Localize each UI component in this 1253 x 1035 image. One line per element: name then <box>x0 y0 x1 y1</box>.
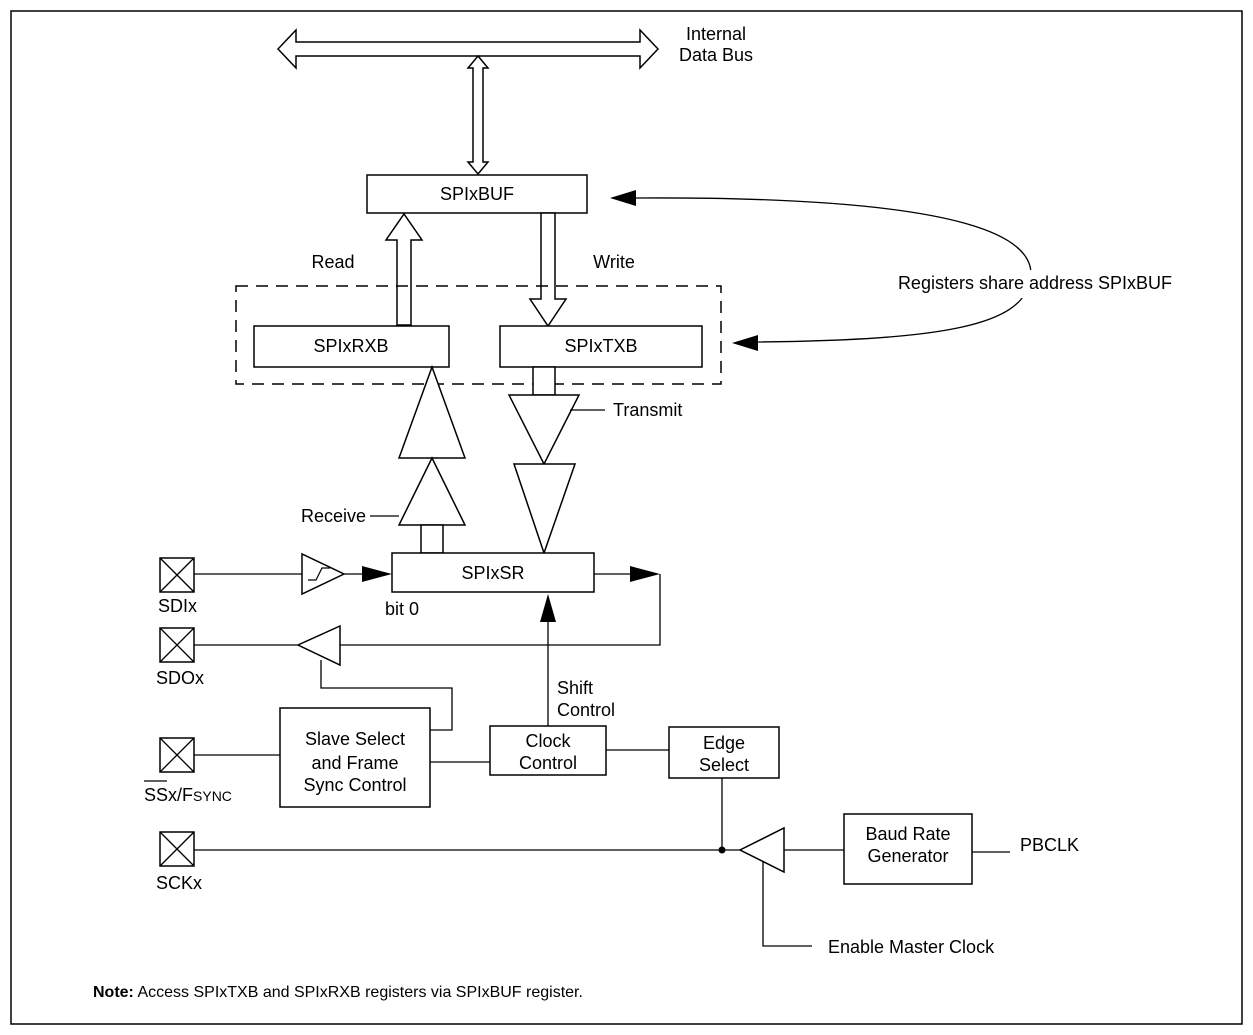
figure-frame <box>10 10 1243 1025</box>
sdi-schmitt-buffer-icon <box>301 552 346 596</box>
bit0-label: bit 0 <box>385 599 419 619</box>
slave-line2: and Frame <box>311 753 398 773</box>
edge-line1: Edge <box>703 733 745 753</box>
sckx-pin-icon <box>159 831 195 867</box>
write-arrow <box>528 212 568 328</box>
spixrxb-register <box>253 325 450 368</box>
sdix-label: SDIx <box>158 596 197 616</box>
buf-pointer-arrowhead <box>610 190 636 206</box>
txb-pointer-arrowhead <box>732 335 758 351</box>
baud-line1: Baud Rate <box>865 824 950 844</box>
baud-rate-generator-block <box>843 813 973 885</box>
receive-buffer-lower <box>397 456 467 526</box>
note-text: Access SPIxTXB and SPIxRXB registers via… <box>134 984 583 1001</box>
sck-junction-dot <box>718 846 726 854</box>
receive-stem <box>420 524 444 554</box>
read-label: Read <box>311 252 354 272</box>
ssx-label: SSx/FSYNC <box>144 785 232 805</box>
slave-line1: Slave Select <box>305 729 405 749</box>
read-arrow <box>384 212 424 326</box>
sdo-feedback-wire <box>340 574 661 646</box>
transmit-stem <box>532 366 556 396</box>
shift-line1: Shift <box>557 678 593 698</box>
spixtxb-label: SPIxTXB <box>564 336 637 356</box>
receive-buffer-upper <box>397 364 467 459</box>
spixbuf-label: SPIxBUF <box>440 184 514 204</box>
ssx-pin-icon <box>159 737 195 773</box>
schmitt-symbol-icon <box>308 567 330 581</box>
shared-address-note: Registers share address SPIxBUF <box>898 273 1172 293</box>
spixsr-register <box>391 552 595 593</box>
shared-address-group <box>235 285 722 385</box>
master-clock-buffer-icon <box>738 826 785 874</box>
ssx-text: SSx/ <box>144 785 182 805</box>
shift-line2: Control <box>557 700 615 720</box>
enable-master-clock-label: Enable Master Clock <box>828 937 995 957</box>
receive-label: Receive <box>301 506 366 526</box>
slave-line3: Sync Control <box>303 775 406 795</box>
note-bold: Note: <box>93 984 134 1001</box>
transmit-buffer-upper <box>507 394 581 466</box>
write-label: Write <box>593 252 635 272</box>
shift-control-arrowhead <box>540 594 556 622</box>
bus-label-line2: Data Bus <box>679 45 753 65</box>
sr-out-arrowhead <box>630 566 660 582</box>
slave-select-block <box>279 707 431 808</box>
baud-line2: Generator <box>867 846 948 866</box>
clock-line2: Control <box>519 753 577 773</box>
fsync-rest: SYNC <box>193 788 232 804</box>
sdox-pin-icon <box>159 627 195 663</box>
transmit-buffer-lower <box>512 463 577 556</box>
enable-master-clock-wire <box>762 861 812 947</box>
shared-note-bg <box>866 270 1196 298</box>
transmit-label: Transmit <box>613 400 682 420</box>
sdi-arrowhead <box>362 566 392 582</box>
fsync-f: F <box>182 785 193 805</box>
sckx-label: SCKx <box>156 873 202 893</box>
bus-label-line1: Internal <box>686 24 746 44</box>
footnote: Note: Access SPIxTXB and SPIxRXB registe… <box>93 984 583 1001</box>
spixsr-label: SPIxSR <box>461 563 524 583</box>
clock-control-block <box>489 725 607 776</box>
internal-data-bus-arrow <box>276 28 660 70</box>
edge-select-block <box>668 726 780 779</box>
sdix-pin-icon <box>159 557 195 593</box>
clock-line1: Clock <box>525 731 571 751</box>
bus-buffer-link-arrow <box>466 54 490 176</box>
sdo-enable-wire <box>320 660 453 731</box>
sdo-buffer-icon <box>296 624 341 667</box>
sdox-label: SDOx <box>156 668 204 688</box>
edge-line2: Select <box>699 755 749 775</box>
shared-address-curve <box>635 197 1032 343</box>
spixtxb-register <box>499 325 703 368</box>
pbclk-label: PBCLK <box>1020 835 1079 855</box>
spixbuf-register <box>366 174 588 214</box>
spixrxb-label: SPIxRXB <box>313 336 388 356</box>
